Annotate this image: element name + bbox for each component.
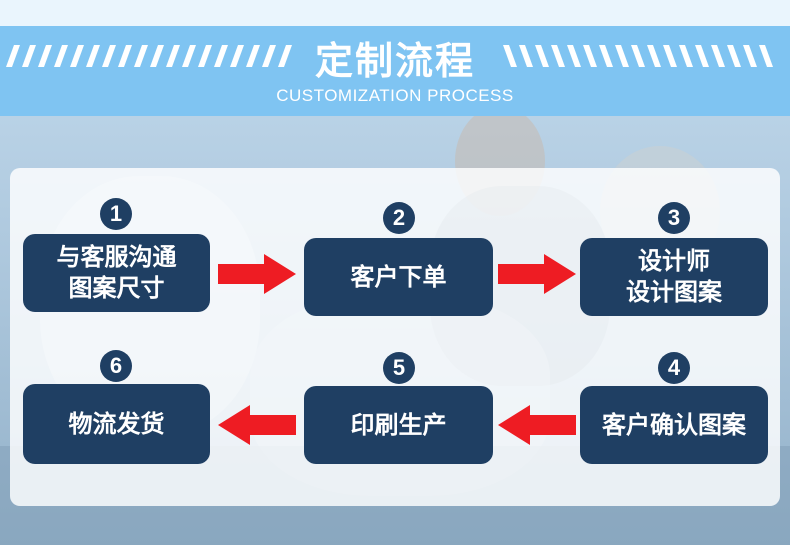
top-strip: [0, 0, 790, 26]
step-4-badge: 4: [658, 352, 690, 384]
step-2-badge: 2: [383, 202, 415, 234]
step-3-box: 设计师 设计图案: [580, 238, 768, 316]
step-1-box: 与客服沟通 图案尺寸: [23, 234, 210, 312]
step-2-label: 客户下单: [350, 262, 447, 291]
step-4-box: 客户确认图案: [580, 386, 768, 464]
step-4-label: 客户确认图案: [602, 410, 746, 439]
step-5-label: 印刷生产: [350, 410, 447, 439]
step-1-badge: 1: [100, 198, 132, 230]
arrow-left-icon: [498, 405, 576, 445]
step-6-badge: 6: [100, 350, 132, 382]
stripes-right-decoration: [503, 45, 773, 67]
arrow-left-icon: [218, 405, 296, 445]
arrow-right-icon: [218, 254, 296, 294]
step-5-badge: 5: [383, 352, 415, 384]
header-band: [0, 26, 790, 116]
step-3-label: 设计师 设计图案: [626, 247, 722, 306]
step-2-box: 客户下单: [304, 238, 493, 316]
step-6-label: 物流发货: [68, 409, 165, 438]
arrow-right-icon: [498, 254, 576, 294]
stripes-left-decoration: [6, 45, 292, 67]
step-3-badge: 3: [658, 202, 690, 234]
step-5-box: 印刷生产: [304, 386, 493, 464]
step-1-label: 与客服沟通 图案尺寸: [56, 243, 177, 302]
page-title: 定制流程: [314, 39, 475, 83]
page-subtitle: CUSTOMIZATION PROCESS: [276, 86, 514, 105]
step-6-box: 物流发货: [23, 384, 210, 464]
